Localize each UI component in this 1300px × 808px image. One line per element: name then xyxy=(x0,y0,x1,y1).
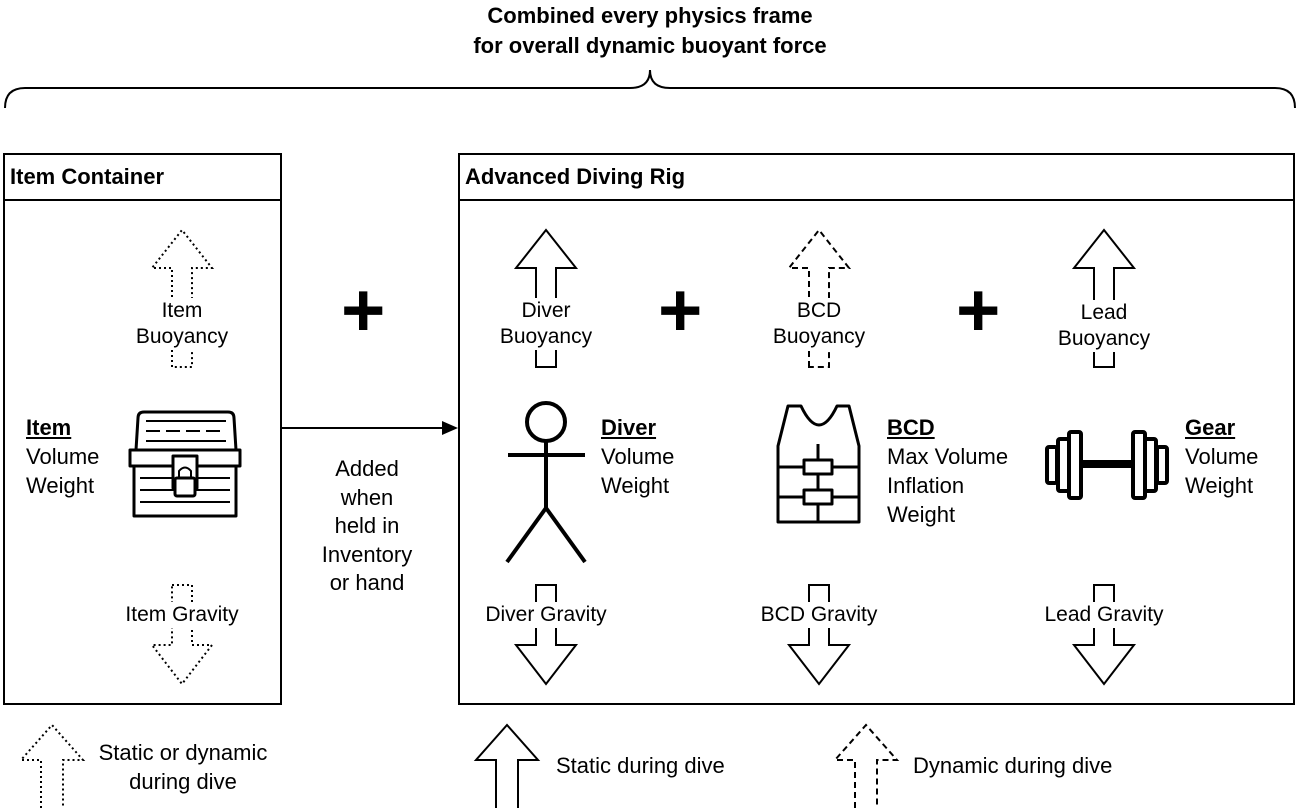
lead-buoyancy-label: Lead Buoyancy xyxy=(1053,300,1155,352)
plus-sign-3: + xyxy=(956,268,1001,353)
legend-dotted-arrow xyxy=(18,723,86,808)
lead-gravity-arrow xyxy=(1071,584,1137,686)
treasure-chest-icon xyxy=(128,410,242,518)
bcd-buoyancy-label: BCD Buoyancy xyxy=(766,298,872,350)
dumbbell-icon xyxy=(1045,430,1169,500)
diver-buoyancy-label: Diver Buoyancy xyxy=(493,298,599,350)
advanced-diving-rig-header: Advanced Diving Rig xyxy=(460,155,1293,201)
item-buoyancy-label: Item Buoyancy xyxy=(128,298,236,350)
lead-gravity-label: Lead Gravity xyxy=(1041,602,1167,628)
grouping-brace xyxy=(4,69,1296,109)
diagram-title-line-2: for overall dynamic buoyant force xyxy=(473,33,827,58)
diver-entity-name: Diver xyxy=(601,415,657,440)
gear-entity-text: Gear Volume Weight xyxy=(1185,415,1259,498)
diver-entity-text: Diver Volume Weight xyxy=(601,415,675,498)
bcd-entity-text: BCD Max Volume Inflation Weight xyxy=(887,415,1009,527)
diagram-title-line-1: Combined every physics frame xyxy=(487,3,813,28)
connector-arrow-head xyxy=(442,421,458,435)
life-vest-icon xyxy=(776,404,861,524)
plus-sign-2: + xyxy=(658,268,703,353)
item-gravity-label: Item Gravity xyxy=(120,602,244,628)
item-container-header: Item Container xyxy=(5,155,280,201)
connector-label: Added when held in Inventory or hand xyxy=(321,456,413,595)
gear-entity-name: Gear xyxy=(1185,415,1236,440)
stick-figure-icon xyxy=(505,401,587,564)
item-gravity-arrow xyxy=(149,584,215,686)
bcd-gravity-arrow xyxy=(786,584,852,686)
legend-static-or-dynamic: Static or dynamic during dive xyxy=(98,740,268,794)
diver-gravity-label: Diver Gravity xyxy=(481,602,611,628)
legend-dashed-arrow xyxy=(832,723,900,808)
plus-sign-1: + xyxy=(341,268,386,353)
legend-dynamic: Dynamic during dive xyxy=(913,753,1113,778)
item-entity-text: Item Volume Weight xyxy=(26,415,100,498)
item-entity-name: Item xyxy=(26,415,72,440)
legend-static: Static during dive xyxy=(556,753,725,778)
legend-solid-arrow xyxy=(473,723,541,808)
bcd-entity-name: BCD xyxy=(887,415,935,440)
diver-gravity-arrow xyxy=(513,584,579,686)
bcd-gravity-label: BCD Gravity xyxy=(756,602,882,628)
